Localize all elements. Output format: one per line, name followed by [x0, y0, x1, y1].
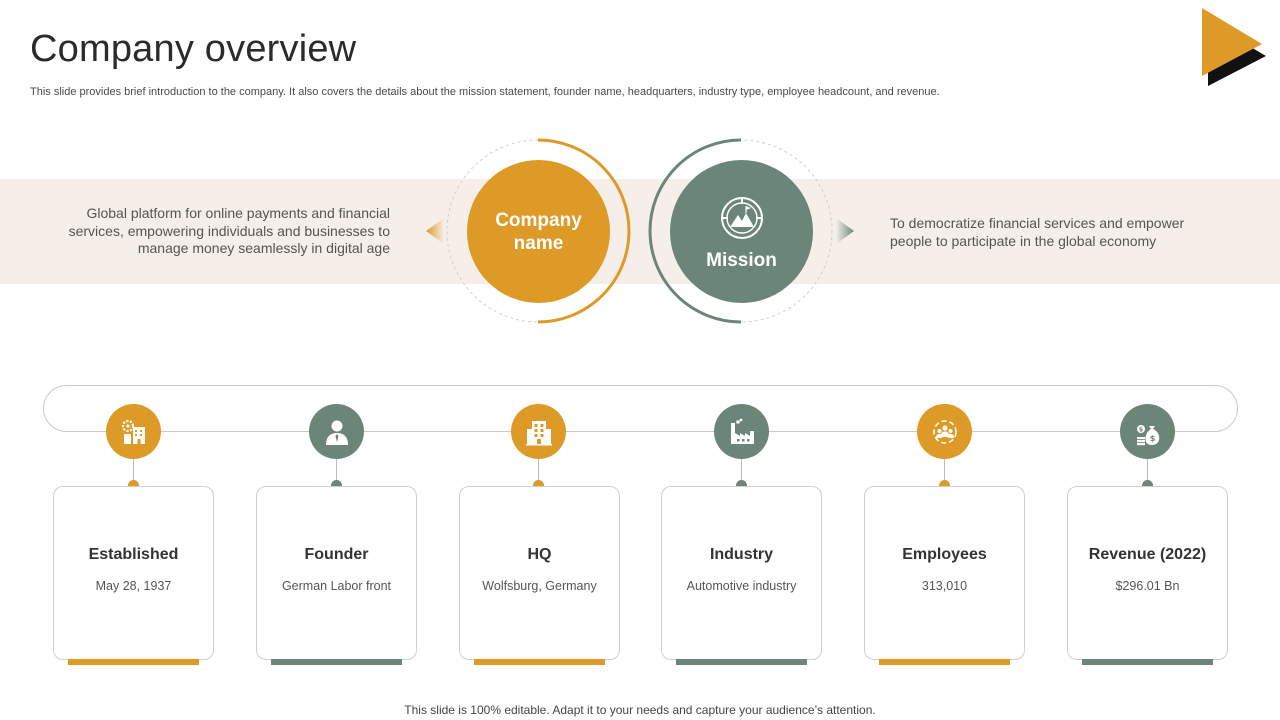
play-logo-icon	[1202, 8, 1266, 86]
card-accent-bar	[676, 659, 807, 665]
card-title: Revenue (2022)	[1088, 546, 1207, 563]
connector-line	[538, 459, 539, 481]
footer-note: This slide is 100% editable. Adapt it to…	[404, 703, 876, 717]
company-description: Global platform for online payments and …	[68, 205, 390, 256]
headquarters-building-icon	[525, 420, 552, 445]
timeline-dot	[1142, 480, 1153, 491]
svg-text:$: $	[1149, 434, 1155, 443]
svg-text:$: $	[1138, 426, 1142, 433]
card-value: $296.01 Bn	[1115, 579, 1180, 593]
card-title: Industry	[709, 546, 774, 563]
card-title: Established	[88, 546, 179, 563]
mission-label: Mission	[706, 249, 777, 271]
card-title: Employees	[902, 546, 987, 563]
mission-circle: Mission	[670, 160, 813, 303]
person-icon	[325, 420, 348, 445]
timeline-dot	[533, 480, 544, 491]
mission-description: To democratize financial services and em…	[890, 215, 1185, 249]
timeline-bar	[43, 385, 1238, 432]
timeline-dot	[736, 480, 747, 491]
founder-node	[309, 404, 364, 459]
card-accent-bar	[1082, 659, 1213, 665]
mission-target-icon	[720, 196, 763, 239]
company-name-label: Company name	[495, 209, 582, 254]
card-accent-bar	[474, 659, 605, 665]
connector-line	[944, 459, 945, 481]
timeline-dot	[128, 480, 139, 491]
building-gear-icon	[121, 419, 145, 444]
money-bag-icon: $ $	[1136, 424, 1159, 445]
connector-line	[1147, 459, 1148, 481]
card-value: Automotive industry	[686, 579, 797, 593]
industry-card: Industry Automotive industry	[661, 486, 822, 660]
timeline-dot	[331, 480, 342, 491]
revenue-node: $ $	[1120, 404, 1175, 459]
employees-card: Employees 313,010	[864, 486, 1025, 660]
hq-card: HQ Wolfsburg, Germany	[459, 486, 620, 660]
company-name-circle: Company name	[467, 160, 610, 303]
card-accent-bar	[68, 659, 199, 665]
hq-node	[511, 404, 566, 459]
page-subtitle: This slide provides brief introduction t…	[30, 86, 940, 98]
card-title: Founder	[304, 546, 369, 563]
card-accent-bar	[879, 659, 1010, 665]
founder-card: Founder German Labor front	[256, 486, 417, 660]
employees-node	[917, 404, 972, 459]
card-value: German Labor front	[281, 579, 392, 593]
established-node	[106, 404, 161, 459]
left-arrow-icon	[426, 218, 444, 244]
card-title: HQ	[527, 546, 552, 563]
card-value: Wolfsburg, Germany	[482, 579, 597, 593]
card-accent-bar	[271, 659, 402, 665]
team-icon	[932, 419, 957, 444]
connector-line	[133, 459, 134, 481]
card-value: May 28, 1937	[95, 579, 172, 593]
connector-line	[741, 459, 742, 481]
overview-band	[0, 179, 1280, 284]
factory-icon	[730, 418, 754, 444]
circle-rings	[446, 138, 833, 324]
revenue-card: Revenue (2022) $296.01 Bn	[1067, 486, 1228, 660]
industry-node	[714, 404, 769, 459]
timeline-dot	[939, 480, 950, 491]
right-arrow-icon	[836, 218, 854, 244]
page-title: Company overview	[30, 28, 357, 70]
connector-line	[336, 459, 337, 481]
established-card: Established May 28, 1937	[53, 486, 214, 660]
card-value: 313,010	[921, 579, 968, 593]
